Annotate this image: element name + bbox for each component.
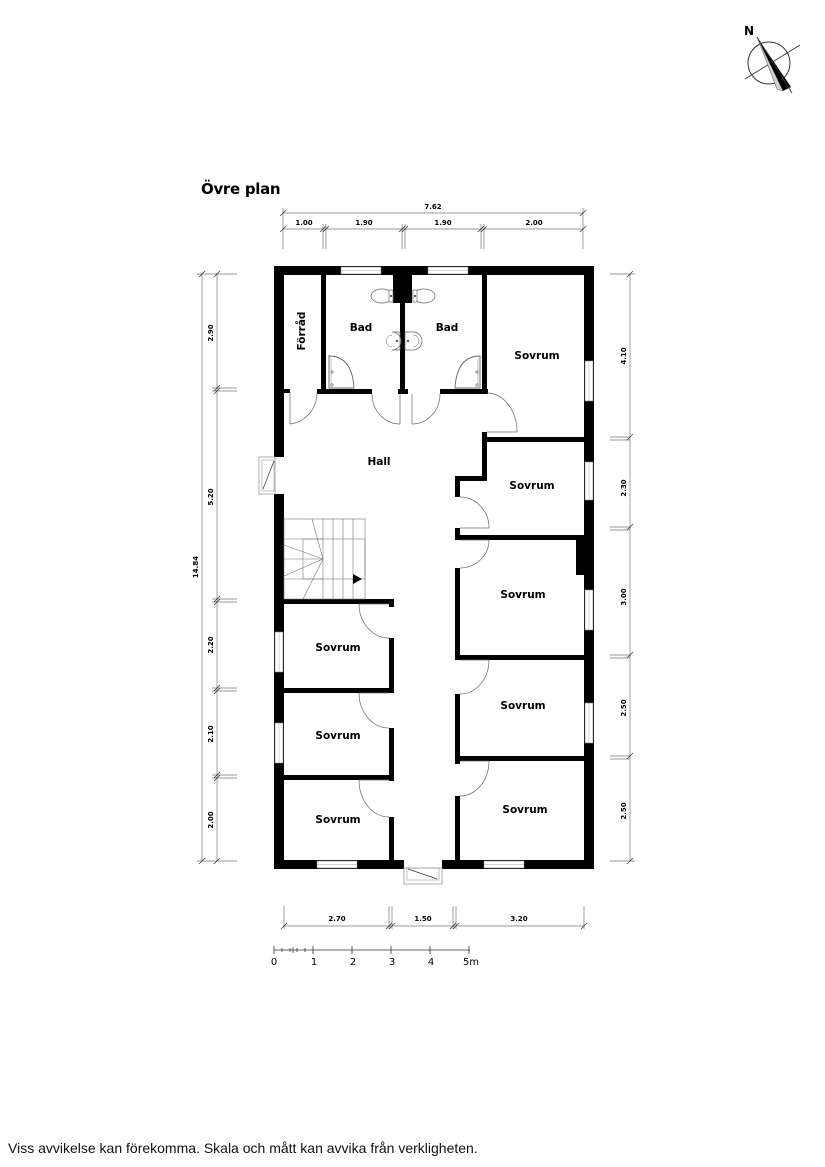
dim-top-2: 1.90 (355, 219, 372, 227)
dim-right-2: 2.30 (620, 479, 628, 496)
room-label-bad-2: Bad (436, 322, 459, 334)
toilet-icon (370, 288, 394, 304)
dimensions-bottom (280, 906, 588, 930)
scale-tick-0: 0 (271, 957, 277, 968)
dim-right-4: 2.50 (620, 699, 628, 716)
scale-tick-4: 4 (428, 957, 434, 968)
toilet-icon (412, 288, 436, 304)
dim-right-1: 4.10 (620, 347, 628, 364)
dimensions-top (279, 208, 587, 249)
room-label-hall: Hall (367, 456, 390, 468)
dim-bottom-3: 3.20 (510, 915, 527, 923)
room-label-sovrum-e1: Sovrum (509, 480, 554, 492)
room-label-bad-1: Bad (350, 322, 373, 334)
stair-direction-arrow-icon (353, 574, 362, 584)
disclaimer-text: Viss avvikelse kan förekomma. Skala och … (8, 1140, 478, 1156)
dimensions-left (197, 270, 237, 865)
dim-left-2: 5.20 (207, 488, 215, 505)
doors (289, 392, 518, 818)
room-label-sovrum-ne: Sovrum (514, 350, 559, 362)
room-label-sovrum-w2: Sovrum (315, 730, 360, 742)
north-label: N (744, 24, 754, 38)
sink-icon (385, 331, 402, 351)
room-label-sovrum-e3: Sovrum (500, 700, 545, 712)
floor-title: Övre plan (201, 180, 281, 198)
dim-top-total: 7.62 (424, 203, 441, 211)
dim-right-5: 2.50 (620, 802, 628, 819)
dim-left-3: 2.20 (207, 636, 215, 653)
interior-walls (284, 275, 584, 862)
scale-tick-3: 3 (389, 957, 395, 968)
room-label-sovrum-e4: Sovrum (502, 804, 547, 816)
room-label-forrad: Förråd (295, 312, 308, 351)
scale-tick-5: 5m (463, 957, 479, 968)
dim-bottom-2: 1.50 (414, 915, 431, 923)
dim-top-3: 1.90 (434, 219, 451, 227)
dim-top-4: 2.00 (525, 219, 542, 227)
room-label-sovrum-w1: Sovrum (315, 642, 360, 654)
dim-left-total: 14.84 (192, 556, 200, 578)
shower-icon (328, 355, 355, 389)
room-label-sovrum-e2: Sovrum (500, 589, 545, 601)
dim-top-1: 1.00 (295, 219, 312, 227)
balcony-door-west (258, 456, 284, 495)
staircase (283, 518, 366, 600)
balcony-door-south (403, 860, 443, 885)
scale-tick-1: 1 (311, 957, 317, 968)
dim-left-5: 2.00 (207, 811, 215, 828)
scale-bar (273, 946, 470, 954)
scale-tick-2: 2 (350, 957, 356, 968)
shower-icon (454, 355, 481, 389)
bathroom-fixtures (328, 288, 481, 389)
dim-bottom-1: 2.70 (328, 915, 345, 923)
dim-left-1: 2.90 (207, 324, 215, 341)
dimensions-right (610, 270, 635, 865)
room-labels: Förråd Bad Bad Sovrum Hall Sovrum Sovrum… (295, 312, 560, 826)
dim-right-3: 3.00 (620, 588, 628, 605)
sink-icon (404, 331, 423, 351)
room-label-sovrum-w3: Sovrum (315, 814, 360, 826)
north-arrow-icon: N (744, 24, 801, 94)
dim-left-4: 2.10 (207, 725, 215, 742)
